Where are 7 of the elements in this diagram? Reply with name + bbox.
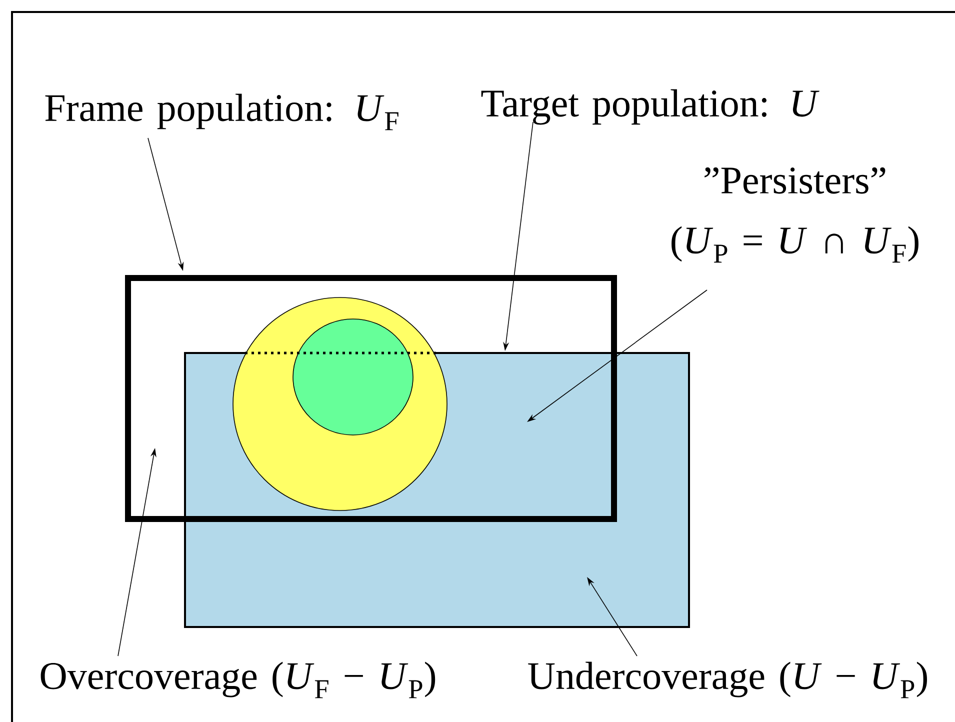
circle-shape [292, 318, 414, 436]
frame-rectangle [125, 275, 617, 522]
label-text: Target population: U [481, 89, 820, 125]
label-text: ”Persisters” (U$_{P}$ = U ∩ U$_{F}$) [672, 167, 918, 263]
label-text: Undercoverage (U − U$_{P}$) [528, 662, 927, 698]
label-text: Overcoverage (U$_{F}$ − U$_{P}$) [40, 662, 436, 698]
label-text: Frame population: U$_{F}$ [45, 94, 398, 130]
